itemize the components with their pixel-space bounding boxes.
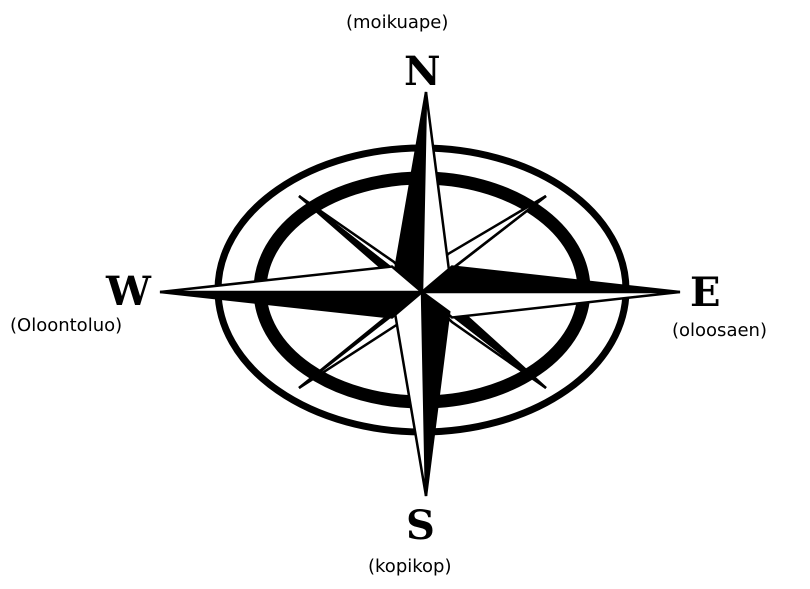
west-point-dark-half	[160, 292, 422, 318]
east-label: (oloosaen)	[672, 321, 767, 341]
compass-star	[160, 92, 680, 496]
west-label: (Oloontoluo)	[10, 316, 122, 336]
west-point-light-half	[160, 267, 422, 293]
north-label: (moikuape)	[346, 13, 448, 33]
south-letter: S	[406, 506, 435, 546]
north-point-dark-half	[395, 92, 426, 292]
east-point-light-half	[422, 292, 680, 318]
north-point-light-half	[422, 92, 449, 292]
north-letter: N	[404, 52, 441, 92]
east-point-dark-half	[422, 267, 680, 293]
east-letter: E	[690, 273, 721, 313]
south-label: (kopikop)	[368, 557, 452, 577]
west-letter: W	[106, 272, 151, 312]
south-point-light-half	[395, 292, 426, 496]
